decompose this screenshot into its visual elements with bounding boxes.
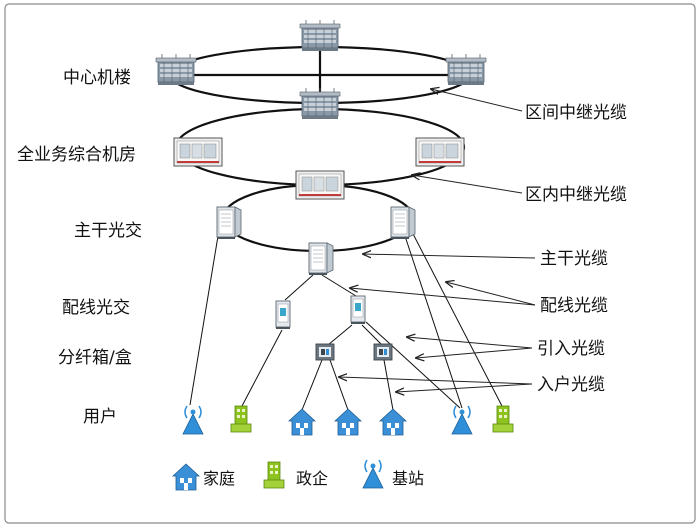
label-full-service: 全业务综合机房 — [17, 145, 136, 165]
legend-enterprise-label: 政企 — [296, 469, 328, 488]
arrow-dist-cable-1 — [350, 288, 536, 306]
label-splitter-box: 分纤箱/盒 — [58, 348, 132, 368]
link-dist-to-tower-right — [365, 321, 461, 409]
label-center: 中心机楼 — [63, 68, 131, 88]
link-trunk-right-to-tower — [402, 229, 463, 409]
label-home-cable: 入户光缆 — [537, 375, 605, 395]
label-trunk-cross: 主干光交 — [74, 221, 142, 241]
link-splitter-to-home-1 — [301, 359, 323, 411]
legend-home-label: 家庭 — [203, 469, 235, 488]
trunk-cabinet-right — [390, 206, 416, 240]
arrow-dist-cable-2 — [446, 282, 536, 306]
link-dist-left-to-enterprise — [241, 329, 283, 407]
room-bottom — [295, 170, 345, 200]
label-drop-cable: 引入光缆 — [537, 339, 605, 359]
room-left — [173, 137, 223, 167]
arrow-home-cable-1 — [339, 377, 533, 385]
arrow-trunk-cable — [363, 254, 536, 259]
legend-base-station-label: 基站 — [392, 469, 424, 488]
splitter-box-left — [315, 343, 335, 361]
link-dist-to-splitter-right — [361, 324, 383, 346]
link-splitter-to-home-2 — [329, 359, 349, 411]
server-left — [155, 53, 197, 86]
arrow-drop-cable-2 — [416, 347, 533, 358]
link-dist-to-splitter-left — [327, 324, 353, 346]
server-top — [299, 19, 341, 52]
label-users: 用户 — [83, 407, 117, 427]
server-right — [445, 53, 487, 86]
label-dist-cross: 配线光交 — [62, 298, 130, 318]
trunk-cabinet-left — [216, 206, 242, 240]
arrow-home-cable-2 — [396, 383, 533, 392]
server-bottom — [299, 87, 341, 120]
link-splitter-to-home-3 — [383, 359, 394, 411]
link-trunk-right-to-enterprise — [409, 227, 504, 409]
label-trunk-cable: 主干光缆 — [540, 249, 608, 269]
arrow-intra-area-trunk — [412, 175, 523, 194]
room-right — [415, 137, 465, 167]
link-trunk-left-to-tower — [189, 229, 220, 406]
label-dist-cable: 配线光缆 — [540, 296, 608, 316]
legend: 家庭 政企 基站 — [172, 459, 424, 491]
link-main-to-dist-left — [284, 274, 314, 301]
arrow-inter-area-trunk — [431, 89, 523, 112]
label-intra-area-trunk: 区内中继光缆 — [525, 185, 627, 205]
label-inter-area-trunk: 区间中继光缆 — [525, 103, 627, 123]
arrow-drop-cable-1 — [407, 337, 533, 349]
trunk-cabinet-main — [308, 242, 334, 276]
dist-cabinet-left — [275, 300, 291, 330]
diagram-border — [4, 3, 696, 524]
dist-cabinet-right — [350, 295, 366, 325]
splitter-box-right — [373, 343, 393, 361]
